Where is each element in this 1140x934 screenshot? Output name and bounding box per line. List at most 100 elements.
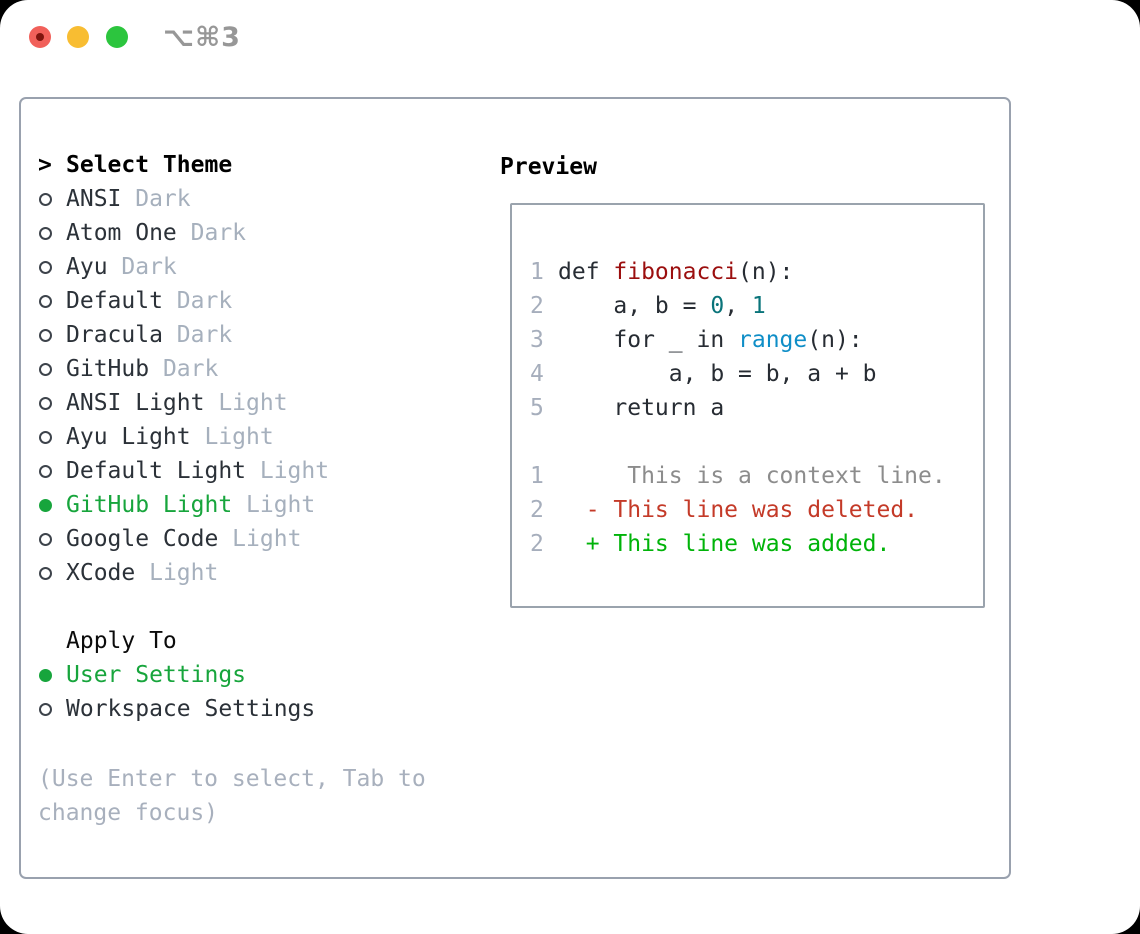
code-segment: a, b = <box>558 293 711 319</box>
option-variant-tag: Light <box>190 424 274 450</box>
code-segment: return a <box>558 395 725 421</box>
option-label: Dracula <box>66 322 163 348</box>
hint-line: (Use Enter to select, Tab to <box>38 766 426 792</box>
radio-icon <box>39 566 52 580</box>
radio-icon <box>39 192 52 206</box>
code-line: 4 a, b = b, a + b <box>530 357 946 391</box>
option-label: Default <box>66 288 163 314</box>
radio-icon <box>39 294 52 308</box>
line-number: 2 <box>530 531 544 557</box>
code-line: 5 return a <box>530 391 946 425</box>
theme-option[interactable]: XCode Light <box>38 556 329 590</box>
line-number: 1 <box>530 463 544 489</box>
theme-option[interactable]: Atom One Dark <box>38 216 329 250</box>
theme-option[interactable]: Default Dark <box>38 284 329 318</box>
spacer <box>38 590 329 624</box>
radio-icon <box>39 226 52 240</box>
theme-option[interactable]: ANSI Light Light <box>38 386 329 420</box>
apply-to-header: Apply To <box>38 624 329 658</box>
preview-title: Preview <box>500 154 597 180</box>
radio-selected-icon <box>39 668 52 682</box>
option-variant-tag: Light <box>246 458 330 484</box>
code-segment: a, b = b, a + b <box>558 361 877 387</box>
option-variant-tag: Dark <box>149 356 219 382</box>
line-number: 5 <box>530 395 544 421</box>
apply-to-label: Apply To <box>66 628 177 654</box>
radio-icon <box>39 430 52 444</box>
code-line: 2 + This line was added. <box>530 527 946 561</box>
option-variant-tag: Dark <box>162 322 233 348</box>
theme-option[interactable]: Default Light Light <box>38 454 329 488</box>
theme-option[interactable]: Google Code Light <box>38 522 329 556</box>
option-variant-tag: Light <box>204 390 288 416</box>
option-label: ANSI <box>66 186 122 212</box>
theme-option[interactable]: GitHub Dark <box>38 352 329 386</box>
option-variant-tag: Light <box>232 492 316 518</box>
code-segment: range <box>738 327 808 353</box>
code-line: 2 - This line was deleted. <box>530 493 946 527</box>
line-number: 2 <box>530 293 544 319</box>
option-label: GitHub <box>66 356 150 382</box>
option-label: ANSI Light <box>66 390 205 416</box>
code-line: 2 a, b = 0, 1 <box>530 289 946 323</box>
option-variant-tag: Light <box>218 526 302 552</box>
close-button[interactable] <box>29 26 51 48</box>
radio-icon <box>39 362 52 376</box>
apply-to-option[interactable]: Workspace Settings <box>38 692 329 726</box>
line-number: 3 <box>530 327 544 353</box>
code-segment: (n): <box>807 327 863 353</box>
hint-line: change focus) <box>38 800 219 826</box>
theme-option[interactable]: Ayu Light Light <box>38 420 329 454</box>
code-segment: 1 <box>751 293 766 319</box>
radio-icon <box>39 396 52 410</box>
option-variant-tag: Dark <box>121 186 191 212</box>
caret-icon: > <box>38 152 52 178</box>
radio-icon <box>39 328 52 342</box>
keyboard-hint: (Use Enter to select, Tab to change focus… <box>38 762 426 830</box>
code-line: 3 for _ in range(n): <box>530 323 946 357</box>
option-label: Atom One <box>66 220 177 246</box>
line-number: 4 <box>530 361 544 387</box>
window-title: ⌥⌘3 <box>163 22 241 53</box>
code-line: 1 This is a context line. <box>530 459 946 493</box>
radio-icon <box>39 260 52 274</box>
radio-icon <box>39 464 52 478</box>
option-variant-tag: Light <box>135 560 219 586</box>
select-theme-label: Select Theme <box>66 152 233 178</box>
code-segment: This is a context line. <box>558 463 946 489</box>
theme-option[interactable]: Ayu Dark <box>38 250 329 284</box>
apply-to-option[interactable]: User Settings <box>38 658 329 692</box>
code-segment: def <box>558 259 614 285</box>
code-line: 1 def fibonacci(n): <box>530 255 946 289</box>
option-label: Default Light <box>66 458 247 484</box>
option-variant-tag: Dark <box>162 288 233 314</box>
theme-option[interactable]: ANSI Dark <box>38 182 329 216</box>
code-segment: (n): <box>738 259 794 285</box>
code-segment: + This line was added. <box>558 531 891 557</box>
line-number: 2 <box>530 497 544 523</box>
option-variant-tag: Dark <box>107 254 177 280</box>
option-label: Ayu Light <box>66 424 191 450</box>
option-label: User Settings <box>66 662 247 688</box>
radio-selected-icon <box>39 498 52 512</box>
option-label: XCode <box>66 560 136 586</box>
code-segment: fibonacci <box>613 259 739 285</box>
radio-icon <box>39 702 52 716</box>
zoom-button[interactable] <box>106 26 128 48</box>
option-label: GitHub Light <box>66 492 233 518</box>
titlebar: ⌥⌘3 <box>0 0 1140 75</box>
line-number: 1 <box>530 259 544 285</box>
code-segment: for _ in <box>558 327 739 353</box>
theme-option[interactable]: GitHub Light Light <box>38 488 329 522</box>
select-theme-header: > Select Theme <box>38 148 329 182</box>
radio-icon <box>39 532 52 546</box>
minimize-button[interactable] <box>67 26 89 48</box>
theme-option[interactable]: Dracula Dark <box>38 318 329 352</box>
